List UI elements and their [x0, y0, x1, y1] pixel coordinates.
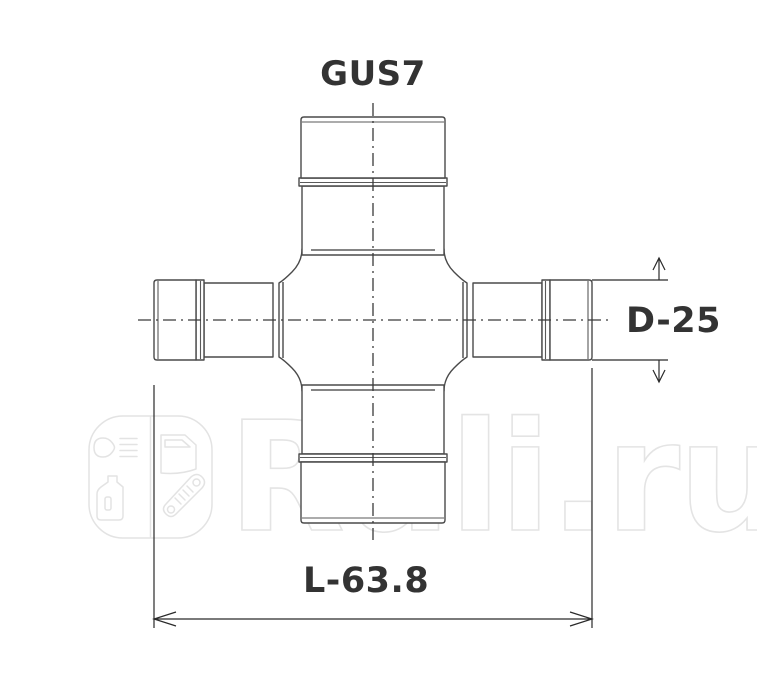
bottom-bearing-cap [300, 461, 446, 524]
universal-joint-cross-drawing [138, 103, 610, 540]
d-arrow-up [652, 256, 666, 271]
watermark-logo-badge [88, 415, 213, 539]
oil-bottle-icon [96, 475, 124, 521]
diameter-dimension-label: D-25 [626, 301, 721, 341]
shock-absorber-icon [162, 473, 206, 518]
d-arrow-down [652, 369, 666, 384]
l-arrow-right [569, 611, 594, 627]
dimension-length: L-63.8 [152, 368, 594, 628]
l-arrow-left [152, 611, 177, 627]
car-door-icon [160, 434, 197, 475]
page-title: GUS7 [320, 54, 426, 94]
dimension-diameter: D-25 [592, 256, 721, 384]
length-dimension-label: L-63.8 [303, 561, 429, 601]
bottom-trunnion-neck [301, 384, 445, 455]
headlight-icon [93, 437, 138, 458]
